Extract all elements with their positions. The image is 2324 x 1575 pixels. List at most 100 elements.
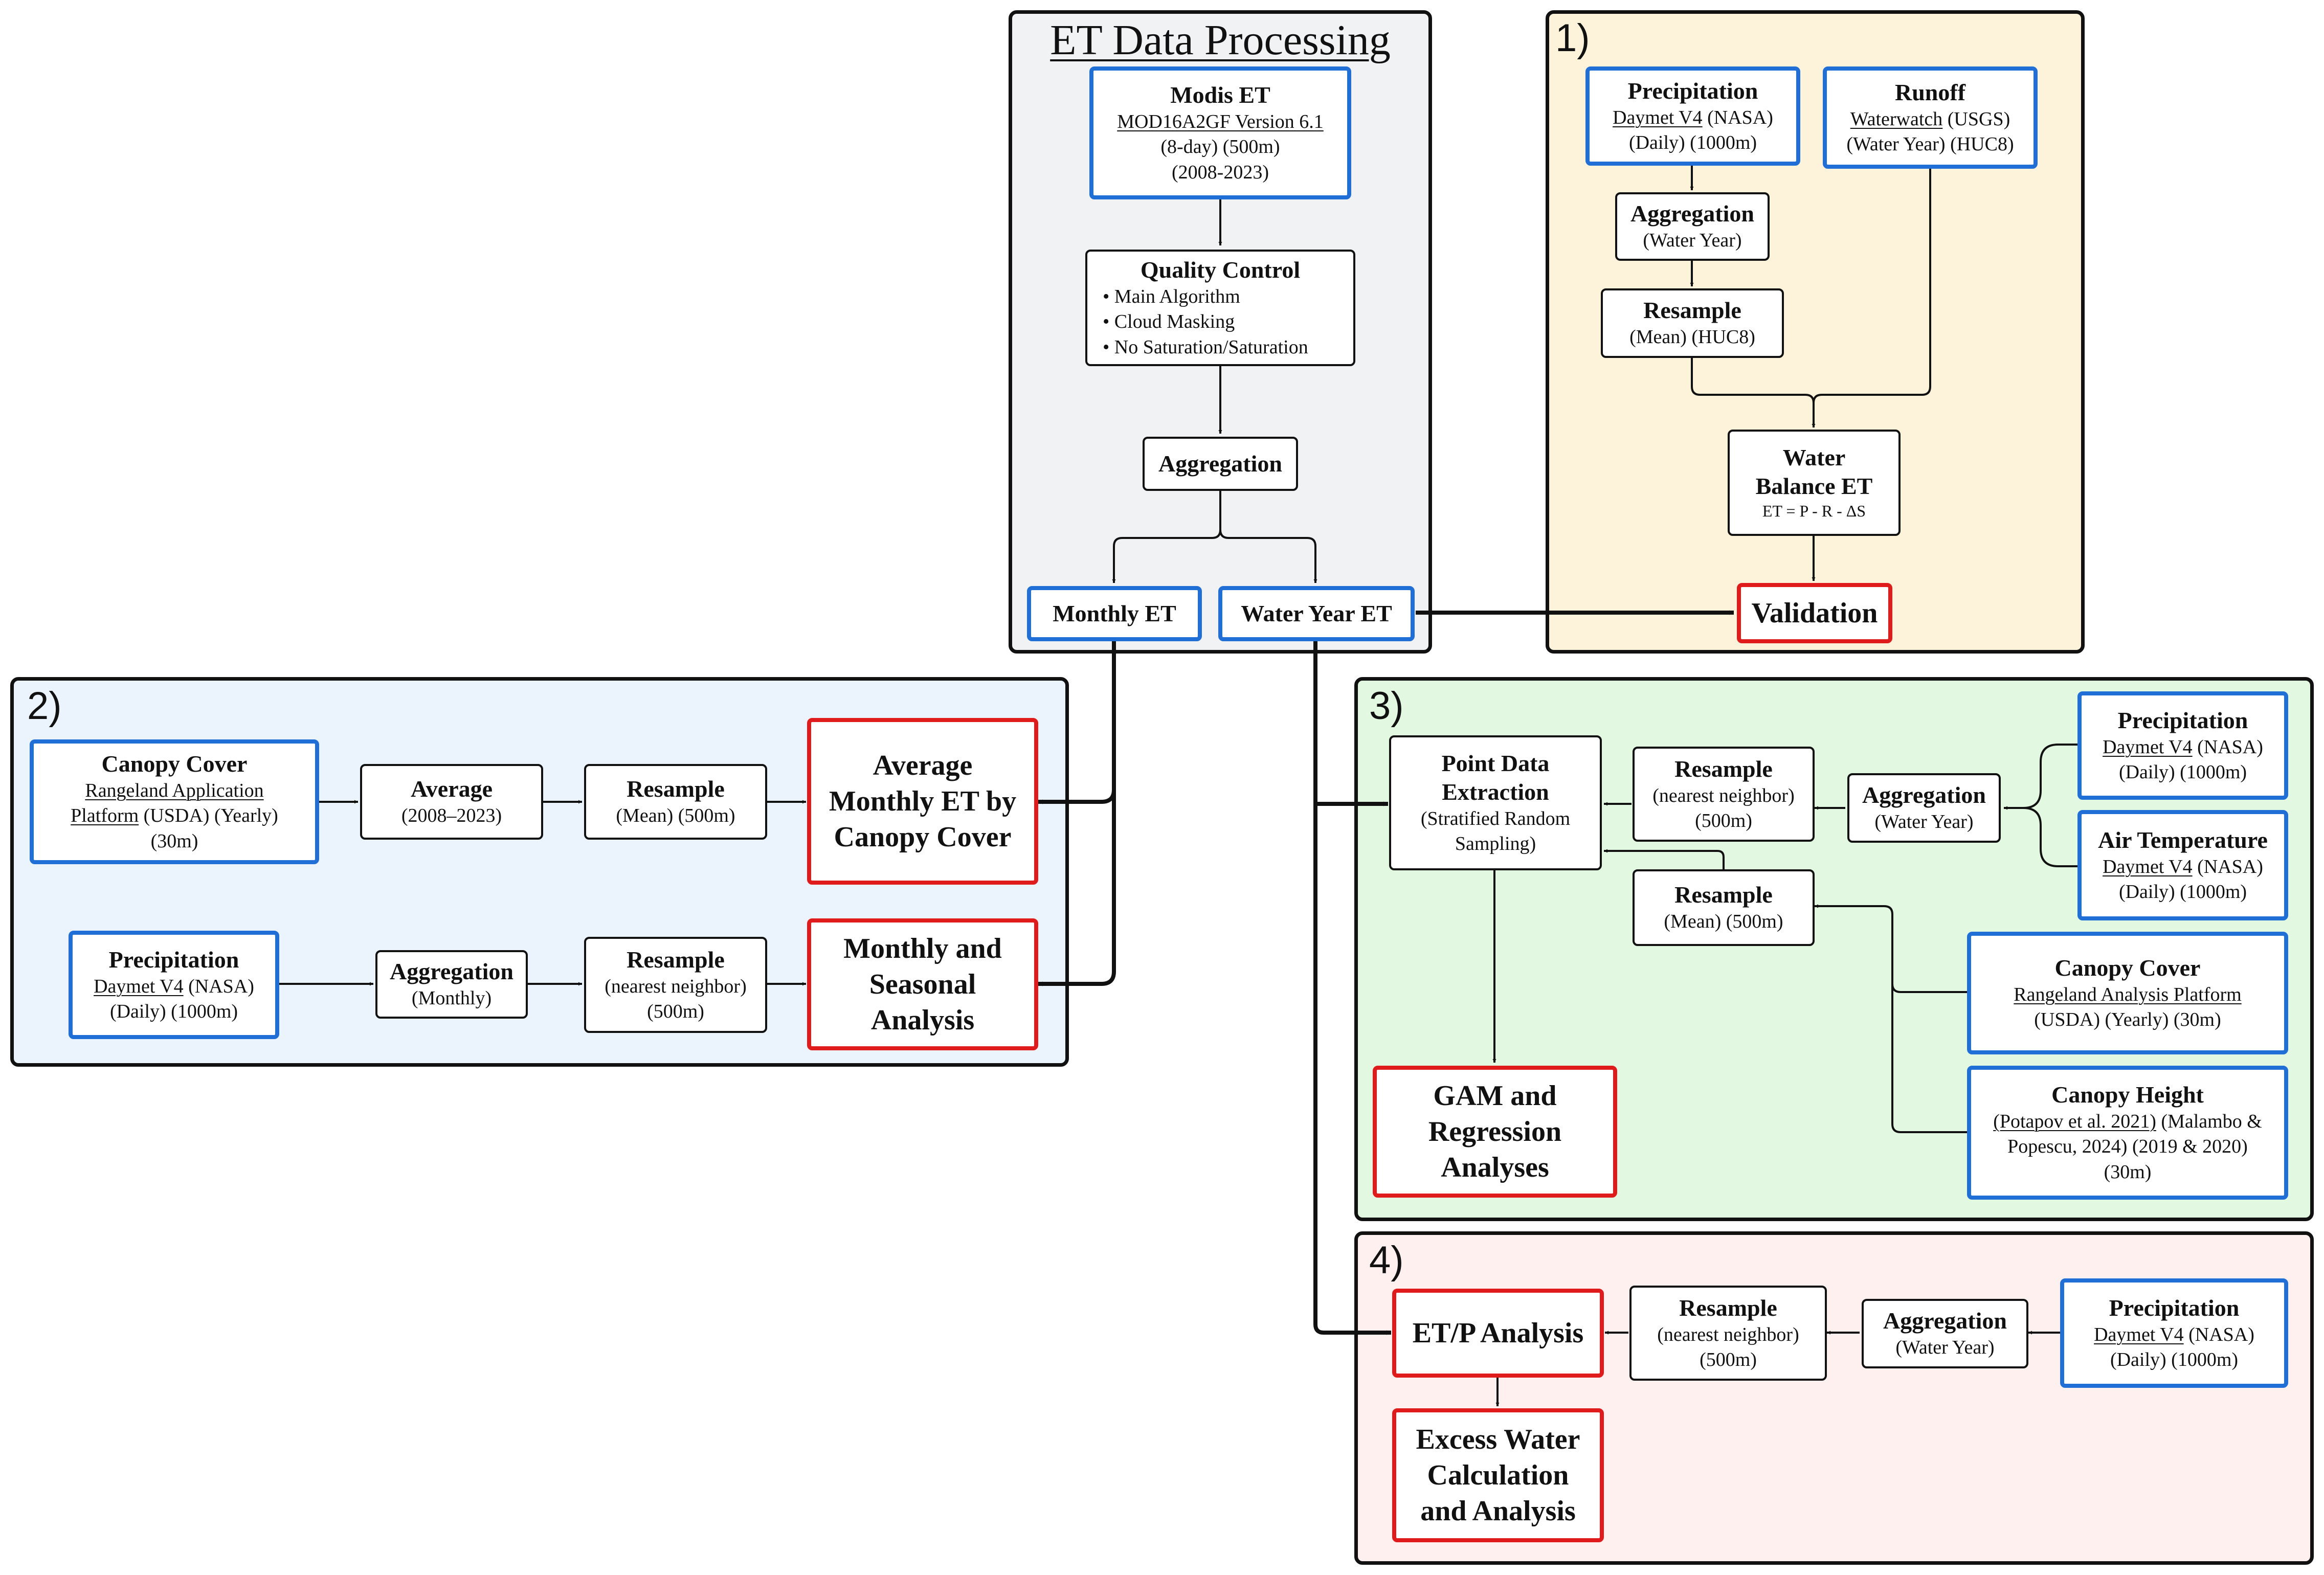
arrow-canopy-cover-to-resample-mean <box>1815 904 1967 993</box>
p3-canopy-cover-title: Canopy Cover <box>2054 954 2201 981</box>
p4-resample-nn-sub1: (nearest neighbor) <box>1657 1323 1799 1345</box>
p4-precipitation-node: Precipitation Daymet V4 (NASA) (Daily) (… <box>2060 1278 2288 1388</box>
arrow-runoff-to-waterbalance <box>1813 169 1931 403</box>
p3-resample-nn-node: Resample (nearest neighbor) (500m) <box>1633 747 1815 842</box>
p3-resample-nn-sub1: (nearest neighbor) <box>1652 784 1795 806</box>
arrow-monthly-to-average-output <box>1038 640 1116 804</box>
p3-canopy-height-ref: (Malambo & <box>2156 1110 2262 1132</box>
gam-output-line3: Analyses <box>1441 1152 1549 1183</box>
p1-runoff-node: Runoff Waterwatch (USGS) (Water Year) (H… <box>1823 66 2038 169</box>
p3-resample-mean-title: Resample <box>1674 882 1773 908</box>
p3-precipitation-node: Precipitation Daymet V4 (NASA) (Daily) (… <box>2077 691 2288 800</box>
monthly-et-node: Monthly ET <box>1027 586 1202 641</box>
arrow-resample-to-waterbalance <box>1691 358 1816 428</box>
quality-control-title: Quality Control <box>1140 256 1301 283</box>
validation-output-node: Validation <box>1737 583 1892 643</box>
avg-output-line2: Monthly ET by <box>829 785 1017 817</box>
p2-precip-resolution: (Daily) (1000m) <box>109 1001 238 1023</box>
p3-air-temperature-title: Air Temperature <box>2098 826 2268 853</box>
p1-resample-node: Resample (Mean) (HUC8) <box>1601 288 1784 358</box>
p4-precip-resolution: (Daily) (1000m) <box>2110 1349 2239 1371</box>
point-data-extraction-node: Point Data Extraction (Stratified Random… <box>1389 735 1602 870</box>
arrow-precip-to-aggregation-3 <box>2004 744 2077 810</box>
p3-resample-nn-sub2: (500m) <box>1695 810 1752 832</box>
water-balance-title-2: Balance ET <box>1755 473 1873 500</box>
p1-aggregation-sub: (Water Year) <box>1643 230 1742 252</box>
p2-rap-link-line1[interactable]: Rangeland Application <box>85 779 264 801</box>
p1-daymet-link[interactable]: Daymet V4 <box>1613 106 1703 128</box>
p1-precipitation-title: Precipitation <box>1627 77 1758 104</box>
p3-aggregation-node: Aggregation (Water Year) <box>1847 773 2001 843</box>
gam-output-line2: Regression <box>1428 1116 1562 1148</box>
avg-monthly-et-output-node: Average Monthly ET by Canopy Cover <box>807 718 1038 885</box>
water-balance-title-1: Water <box>1782 444 1846 471</box>
p2-daymet-link[interactable]: Daymet V4 <box>94 975 184 997</box>
avg-output-line3: Canopy Cover <box>834 821 1012 853</box>
p2-resample-nn-sub1: (nearest neighbor) <box>605 975 747 997</box>
p2-resample-mean-title: Resample <box>627 776 725 802</box>
p4-aggregation-node: Aggregation (Water Year) <box>1862 1299 2028 1368</box>
excess-output-line1: Excess Water <box>1416 1424 1580 1455</box>
p2-average-node: Average (2008–2023) <box>360 764 543 840</box>
p2-aggregation-node: Aggregation (Monthly) <box>375 950 528 1019</box>
p2-canopy-cover-title: Canopy Cover <box>101 750 248 777</box>
p2-precip-agency: (NASA) <box>183 975 254 997</box>
p3-airtemp-daymet-link[interactable]: Daymet V4 <box>2103 856 2193 878</box>
p2-resample-nn-title: Resample <box>627 946 725 973</box>
modis-et-product-link[interactable]: MOD16A2GF Version 6.1 <box>1117 110 1324 132</box>
modis-et-title: Modis ET <box>1170 81 1270 108</box>
point-extraction-title-1: Point Data <box>1441 750 1550 776</box>
et-processing-title: ET Data Processing <box>1050 16 1391 64</box>
p3-potapov-link[interactable]: (Potapov et al. 2021) <box>1993 1110 2156 1132</box>
p1-precip-resolution: (Daily) (1000m) <box>1628 132 1757 154</box>
p3-rap-link[interactable]: Rangeland Analysis Platform <box>2014 983 2242 1005</box>
monthly-et-title: Monthly ET <box>1053 600 1176 626</box>
p2-resample-mean-node: Resample (Mean) (500m) <box>584 764 767 840</box>
p3-precip-daymet-link[interactable]: Daymet V4 <box>2103 736 2193 758</box>
p2-precipitation-node: Precipitation Daymet V4 (NASA) (Daily) (… <box>69 931 279 1039</box>
excess-output-line3: and Analysis <box>1420 1495 1576 1527</box>
avg-output-line1: Average <box>873 750 973 781</box>
p3-air-temperature-node: Air Temperature Daymet V4 (NASA) (Daily)… <box>2077 810 2288 920</box>
p3-airtemp-resolution: (Daily) (1000m) <box>2118 881 2247 903</box>
p2-canopy-resolution: (30m) <box>150 830 198 852</box>
p3-canopy-height-years: Popescu, 2024) (2019 & 2020) <box>2007 1136 2248 1158</box>
point-extraction-title-2: Extraction <box>1442 778 1549 805</box>
seasonal-output-line3: Analysis <box>870 1004 975 1036</box>
arrow-resample-mean-to-point <box>1604 849 1725 869</box>
p3-canopy-height-resolution: (30m) <box>2104 1161 2152 1183</box>
panel-4-label: 4) <box>1369 1239 1404 1282</box>
et-aggregation-title: Aggregation <box>1158 450 1282 477</box>
seasonal-output-line2: Seasonal <box>869 969 976 1000</box>
excess-water-output-node: Excess Water Calculation and Analysis <box>1392 1408 1604 1542</box>
point-extraction-sub-2: Sampling) <box>1455 833 1536 855</box>
point-extraction-sub-1: (Stratified Random <box>1420 807 1571 829</box>
modis-et-resolution: (8-day) (500m) <box>1160 136 1280 158</box>
p2-precipitation-title: Precipitation <box>108 946 239 973</box>
p3-aggregation-sub: (Water Year) <box>1874 811 1974 833</box>
p2-rap-link-line2[interactable]: Platform <box>71 805 139 827</box>
p2-average-title: Average <box>410 776 493 802</box>
arrow-wateryear-to-point-extraction <box>1313 640 1388 806</box>
excess-output-line2: Calculation <box>1427 1459 1569 1491</box>
arrow-wateryear-to-etp <box>1313 804 1391 1335</box>
p4-daymet-link[interactable]: Daymet V4 <box>2094 1323 2184 1345</box>
modis-et-period: (2008-2023) <box>1172 161 1269 183</box>
etp-analysis-node: ET/P Analysis <box>1392 1289 1604 1378</box>
p1-aggregation-node: Aggregation (Water Year) <box>1615 192 1770 261</box>
p3-canopy-height-title: Canopy Height <box>2051 1081 2204 1108</box>
p2-average-sub: (2008–2023) <box>401 805 502 827</box>
p1-precipitation-node: Precipitation Daymet V4 (NASA) (Daily) (… <box>1585 66 1800 166</box>
p1-resample-title: Resample <box>1643 297 1741 324</box>
p4-aggregation-sub: (Water Year) <box>1895 1337 1995 1359</box>
p2-canopy-cover-node: Canopy Cover Rangeland Application Platf… <box>30 739 319 864</box>
p1-aggregation-title: Aggregation <box>1630 200 1754 227</box>
water-balance-formula: ET = P - R - ΔS <box>1762 502 1866 521</box>
water-balance-et-node: Water Balance ET ET = P - R - ΔS <box>1728 430 1901 536</box>
p4-resample-nn-title: Resample <box>1679 1294 1777 1321</box>
water-year-et-node: Water Year ET <box>1218 586 1415 641</box>
p1-waterwatch-link[interactable]: Waterwatch <box>1850 108 1943 130</box>
gam-regression-output-node: GAM and Regression Analyses <box>1373 1066 1617 1198</box>
